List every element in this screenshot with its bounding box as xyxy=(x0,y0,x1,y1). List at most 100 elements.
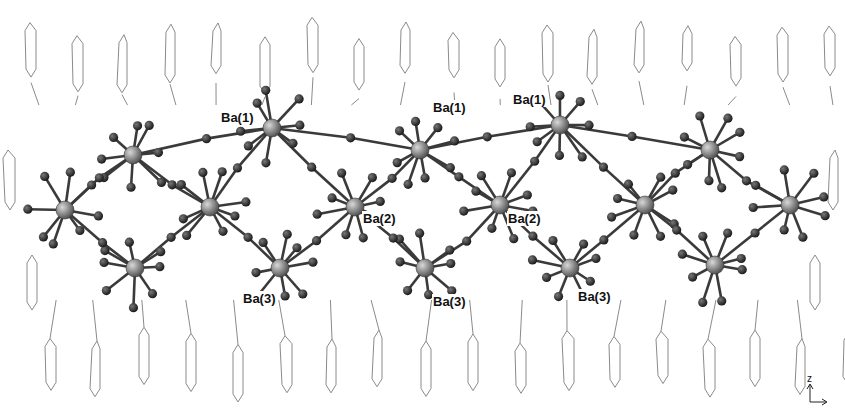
label-anchor: Ba(2) xyxy=(507,209,542,227)
oxygen-atom xyxy=(49,239,58,248)
phenyl-ring xyxy=(45,339,56,391)
oxygen-atom xyxy=(717,296,726,305)
atom-label: Ba(1) xyxy=(432,100,467,115)
ligand-chain xyxy=(470,300,473,334)
oxygen-atom xyxy=(471,187,480,196)
ligand-chain xyxy=(351,99,359,105)
ligand-chain xyxy=(728,96,736,105)
ligand-chain xyxy=(234,300,238,344)
oxygen-atom xyxy=(599,163,608,172)
oxygen-atom xyxy=(555,91,564,100)
oxygen-atom xyxy=(40,172,49,181)
oxygen-atom xyxy=(420,173,429,182)
barium-atom xyxy=(636,196,654,214)
ligand-chain xyxy=(371,300,379,330)
ligand-chain xyxy=(279,300,285,336)
phenyl-ring xyxy=(562,331,574,391)
oxygen-atom xyxy=(698,232,707,241)
label-anchor: Ba(3) xyxy=(432,292,467,310)
oxygen-atom xyxy=(554,292,563,301)
oxygen-atom xyxy=(125,238,134,247)
barium-atom xyxy=(781,196,799,214)
oxygen-atom xyxy=(182,231,191,240)
oxygen-atom xyxy=(750,228,759,237)
phenyl-ring xyxy=(824,26,835,76)
oxygen-atom xyxy=(148,289,157,298)
phenyl-ring xyxy=(90,341,100,397)
label-anchor: Ba(3) xyxy=(577,287,612,305)
oxygen-atom xyxy=(87,180,96,189)
atom-label: Ba(3) xyxy=(432,294,467,309)
oxygen-atom xyxy=(735,128,744,137)
oxygen-atom xyxy=(613,194,622,203)
phenyl-ring xyxy=(795,339,805,395)
phenyl-ring xyxy=(165,24,175,83)
oxygen-atom xyxy=(742,176,751,185)
oxygen-atom xyxy=(241,197,250,206)
oxygen-atom xyxy=(327,193,336,202)
oxygen-atom xyxy=(388,174,397,183)
phenyl-ring xyxy=(186,333,196,391)
atom-label: Ba(2) xyxy=(507,211,542,226)
oxygen-atom xyxy=(433,123,442,132)
oxygen-atom xyxy=(308,258,317,267)
phenyl-ring xyxy=(260,37,270,94)
oxygen-atom xyxy=(780,165,789,174)
ligand-chain xyxy=(500,99,501,105)
oxygen-atom xyxy=(599,235,608,244)
oxygen-atom xyxy=(809,169,818,178)
oxygen-atom xyxy=(236,127,245,136)
oxygen-atom xyxy=(39,232,48,241)
barium-atom xyxy=(561,259,579,277)
oxygen-atom xyxy=(251,268,260,277)
atom-label: Ba(3) xyxy=(242,291,277,306)
oxygen-atom xyxy=(393,158,402,167)
ligand-chain xyxy=(614,300,621,336)
ligand-chain xyxy=(755,300,758,330)
oxygen-atom xyxy=(509,234,518,243)
ba-o-bonds xyxy=(28,90,825,307)
oxygen-atom xyxy=(218,167,227,176)
oxygen-atom xyxy=(312,236,321,245)
oxygen-atom xyxy=(688,272,697,281)
bridging-bond xyxy=(632,136,710,150)
phenyl-ring xyxy=(326,339,336,393)
oxygen-atom xyxy=(292,243,301,252)
label-anchor: Ba(2) xyxy=(362,209,397,227)
oxygen-atom xyxy=(507,168,516,177)
phenyl-ring xyxy=(372,330,382,387)
phenyl-ring xyxy=(777,27,788,82)
oxygen-atom xyxy=(94,211,103,220)
oxygen-atom xyxy=(450,136,459,145)
oxygen-atom xyxy=(283,230,292,239)
phenyl-ring xyxy=(843,332,845,384)
ligand-chain xyxy=(592,89,598,105)
oxygen-atom xyxy=(75,226,84,235)
oxygen-atom xyxy=(295,121,304,130)
oxygen-atom xyxy=(586,277,595,286)
barium-atom xyxy=(706,256,724,274)
oxygen-atom xyxy=(526,122,535,131)
atom-label: Ba(1) xyxy=(512,92,547,107)
oxygen-atom xyxy=(528,232,537,241)
oxygen-atom xyxy=(376,197,385,206)
oxygen-atom xyxy=(780,225,789,234)
oxygen-atom xyxy=(723,114,732,123)
oxygen-atom xyxy=(523,190,532,199)
ligand-chain xyxy=(548,85,551,105)
oxygen-atom xyxy=(737,254,746,263)
phenyl-ring xyxy=(810,255,820,310)
oxygen-atom xyxy=(230,211,239,220)
oxygen-atom xyxy=(819,192,828,201)
ligand-chain xyxy=(330,300,332,339)
oxygen-atom xyxy=(168,180,177,189)
oxygen-atom xyxy=(179,214,188,223)
oxygen-atom xyxy=(243,233,252,242)
oxygen-atom xyxy=(578,152,587,161)
atom-label: Ba(2) xyxy=(362,211,397,226)
barium-atom xyxy=(56,201,74,219)
oxygen-atom xyxy=(102,286,111,295)
oxygen-atom xyxy=(749,203,758,212)
oxygen-atom xyxy=(459,207,468,216)
